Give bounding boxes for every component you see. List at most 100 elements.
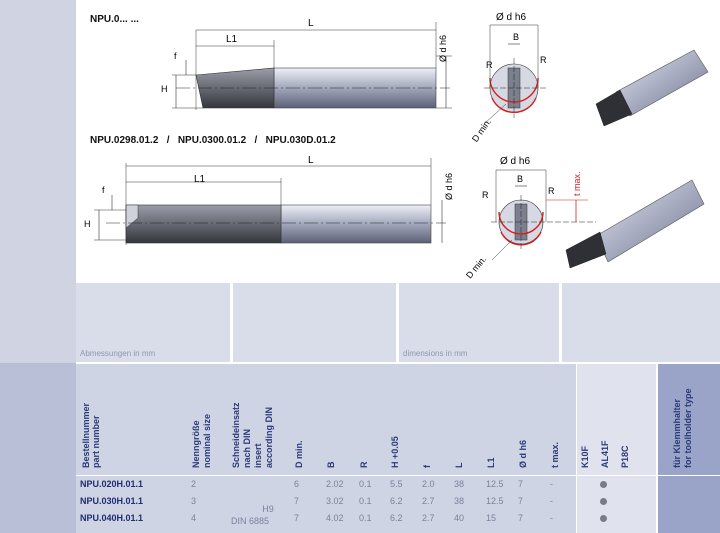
bottom-tool-end-view: [491, 169, 596, 261]
hdr-r: R: [359, 461, 369, 469]
label-R-top-right: R: [540, 55, 547, 65]
label-L1-bottom: L1: [194, 174, 206, 185]
label-L1-top: L1: [226, 34, 238, 45]
cell-t: -: [550, 496, 553, 506]
hdr-insert-en2: according DIN: [264, 406, 274, 468]
band-cell-1: [76, 283, 230, 363]
table-divider-1: [576, 364, 577, 533]
hdr-part-de: Bestellnummer: [81, 402, 91, 468]
drawing-svg: [94, 22, 709, 269]
hdr-b: B: [326, 461, 336, 469]
cell-dmin: 7: [294, 513, 300, 523]
insert-din: DIN 6885: [231, 516, 270, 526]
label-tmax: t max.: [572, 171, 582, 196]
insert-value: H9: [262, 504, 274, 514]
cell-size: 3: [191, 496, 197, 506]
cell-h: 6.2: [390, 496, 403, 506]
cell-r: 0.1: [359, 496, 372, 506]
cell-size: 2: [191, 479, 197, 489]
cell-r: 0.1: [359, 479, 372, 489]
cell-l: 38: [454, 479, 465, 489]
cell-r: 0.1: [359, 513, 372, 523]
table-bg-grades: [576, 364, 656, 533]
hdr-part-en: part number: [91, 415, 101, 468]
cell-dmin: 6: [294, 479, 300, 489]
dimensions-label-de: Abmessungen in mm: [80, 349, 156, 358]
table-row: NPU.020H.01.1 2 6 2.02 0.1 5.5 2.0 38 12…: [76, 476, 720, 493]
hdr-al41f: AL41F: [600, 440, 610, 468]
part-number[interactable]: NPU.020H.01.1: [80, 479, 144, 489]
label-H-top: H: [161, 84, 168, 94]
cell-l1: 12.5: [486, 496, 504, 506]
hdr-t: t max.: [550, 441, 560, 468]
label-dh6-top-vert: Ø d h6: [438, 34, 448, 62]
hdr-l1: L1: [486, 457, 496, 468]
cell-d: 7: [518, 479, 524, 489]
dimensions-band: Abmessungen in mm dimensions in mm: [76, 283, 720, 363]
header-rule: [76, 475, 720, 476]
part-number[interactable]: NPU.030H.01.1: [80, 496, 144, 506]
hdr-holder-de: für Klemmhalter: [672, 398, 682, 468]
cell-h: 6.2: [390, 513, 403, 523]
hdr-insert-en1: insert: [253, 443, 263, 468]
heading-top: NPU.0... ...: [90, 14, 139, 25]
hdr-p18c: P18C: [620, 445, 630, 468]
table-row: NPU.040H.01.1 4 7 4.02 0.1 6.2 2.7 40 15…: [76, 510, 720, 527]
cell-l1: 12.5: [486, 479, 504, 489]
cell-l: 38: [454, 496, 465, 506]
band-separator: [76, 362, 720, 364]
label-R-top-left: R: [486, 60, 493, 70]
dimensions-label-en: dimensions in mm: [403, 349, 468, 358]
top-tool-side-view: [172, 22, 452, 110]
label-dh6-bottom: Ø d h6: [500, 156, 531, 167]
cell-size: 4: [191, 513, 197, 523]
cell-t: -: [550, 479, 553, 489]
availability-dot: [600, 498, 607, 505]
cell-l: 40: [454, 513, 465, 523]
band-cell-2: [233, 283, 396, 363]
band-cell-3: [399, 283, 559, 363]
spec-table: Bestellnummer part number Nenngröße nomi…: [76, 364, 720, 533]
left-sidebar-top: [0, 0, 76, 363]
cell-f: 2.7: [422, 496, 435, 506]
top-tool-end-view: [483, 24, 546, 125]
availability-dot: [600, 515, 607, 522]
label-L-top: L: [308, 18, 314, 29]
bottom-tool-side-view: [94, 158, 446, 245]
label-H-bottom: H: [84, 219, 91, 229]
cell-l1: 15: [486, 513, 497, 523]
heading-second: NPU.0298.01.2 / NPU.0300.01.2 / NPU.030D…: [90, 135, 336, 146]
cell-t: -: [550, 513, 553, 523]
label-f-bottom: f: [102, 185, 105, 195]
availability-dot: [600, 481, 607, 488]
hdr-d: Ø d h6: [518, 439, 528, 468]
label-B-top: B: [513, 32, 520, 42]
table-row: NPU.030H.01.1 3 7 3.02 0.1 6.2 2.7 38 12…: [76, 493, 720, 510]
label-R-bottom-right: R: [548, 186, 555, 196]
cell-f: 2.0: [422, 479, 435, 489]
left-sidebar-bottom: [0, 363, 76, 533]
hdr-l: L: [454, 462, 464, 469]
cell-b: 2.02: [326, 479, 344, 489]
cell-f: 2.7: [422, 513, 435, 523]
cell-d: 7: [518, 513, 524, 523]
hdr-holder-en: for toolholder type: [683, 388, 693, 469]
hdr-insert-de2: nach DIN: [242, 428, 252, 468]
hdr-size-de: Nenngröße: [191, 420, 201, 468]
hdr-size-en: nominal size: [202, 413, 212, 468]
cell-dmin: 7: [294, 496, 300, 506]
hdr-dmin: D min.: [294, 440, 304, 468]
cell-b: 3.02: [326, 496, 344, 506]
label-f-top: f: [174, 51, 177, 61]
part-number[interactable]: NPU.040H.01.1: [80, 513, 144, 523]
band-cell-4: [562, 283, 720, 363]
cell-d: 7: [518, 496, 524, 506]
top-tool-iso-view: [595, 49, 709, 127]
label-dh6-top: Ø d h6: [496, 12, 527, 23]
label-L-bottom: L: [308, 155, 314, 166]
hdr-insert-de1: Schneideinsatz: [231, 402, 241, 468]
table-bg-holder: [656, 364, 720, 533]
label-dh6-bottom-vert: Ø d h6: [444, 172, 454, 200]
table-bg-main: [76, 364, 576, 533]
hdr-f: f: [422, 465, 432, 468]
